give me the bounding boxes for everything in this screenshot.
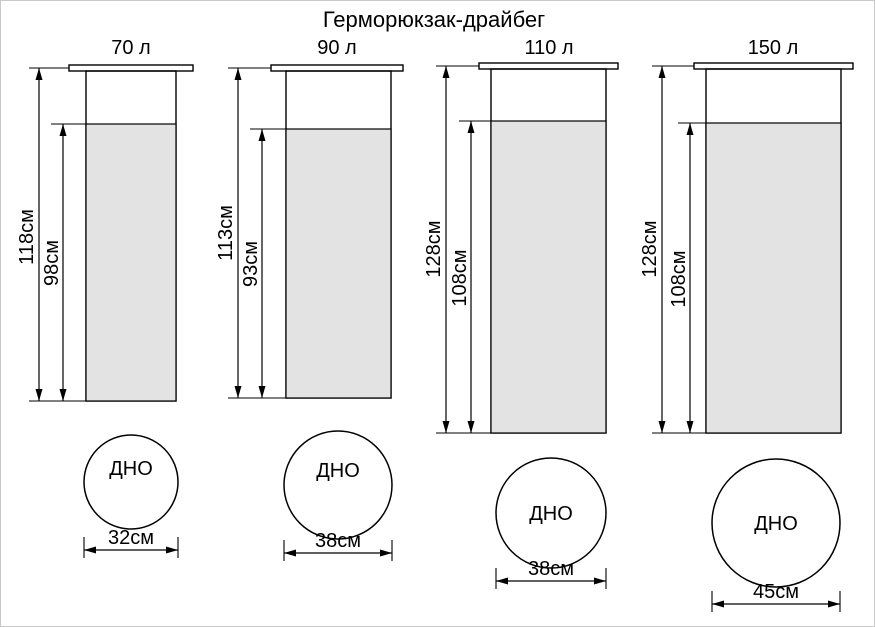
- bottom-label: ДНО: [316, 460, 360, 482]
- bag-lid: [270, 64, 404, 72]
- diameter-label: 32см: [108, 527, 154, 549]
- variant-90l: 90 л 113см 93см ДНО 38см: [215, 37, 404, 561]
- volume-label: 110 л: [524, 37, 573, 59]
- variant-150l: 150 л 128см 108см ДНО 45см: [639, 37, 854, 612]
- volume-label: 150 л: [748, 37, 799, 59]
- bag-lid: [693, 62, 854, 70]
- bottom-label: ДНО: [529, 503, 573, 525]
- bottom-circle: [711, 458, 841, 588]
- bag-lid: [478, 62, 619, 70]
- bag-fabric: [705, 122, 842, 434]
- bag-lid: [68, 64, 194, 72]
- total-height-label: 128см: [639, 220, 661, 277]
- body-height-label: 108см: [449, 249, 471, 306]
- bag-fabric: [85, 123, 177, 402]
- body-height-label: 93см: [240, 241, 262, 287]
- body-height-label: 108см: [668, 250, 690, 307]
- variant-70l: 70 л 118см 98см ДНО 32см: [16, 37, 194, 558]
- body-height-label: 98см: [41, 240, 63, 286]
- bag-fabric: [285, 128, 392, 399]
- variant-110l: 110 л 128см 108см ДНО 38см: [423, 37, 619, 589]
- total-height-label: 128см: [423, 220, 445, 277]
- total-height-label: 118см: [16, 209, 38, 265]
- bottom-circle: [83, 434, 179, 530]
- diameter-label: 45см: [753, 581, 799, 603]
- total-height-label: 113см: [215, 205, 237, 261]
- bottom-label: ДНО: [754, 513, 798, 535]
- bag-fabric: [490, 120, 607, 434]
- diagram-title: Герморюкзак-драйбег: [323, 7, 545, 32]
- diameter-label: 38см: [315, 530, 361, 552]
- volume-label: 90 л: [317, 37, 356, 59]
- bottom-label: ДНО: [109, 458, 153, 480]
- volume-label: 70 л: [111, 37, 150, 59]
- bottom-circle: [495, 457, 607, 569]
- diameter-label: 38см: [528, 558, 574, 580]
- bottom-circle: [283, 430, 393, 540]
